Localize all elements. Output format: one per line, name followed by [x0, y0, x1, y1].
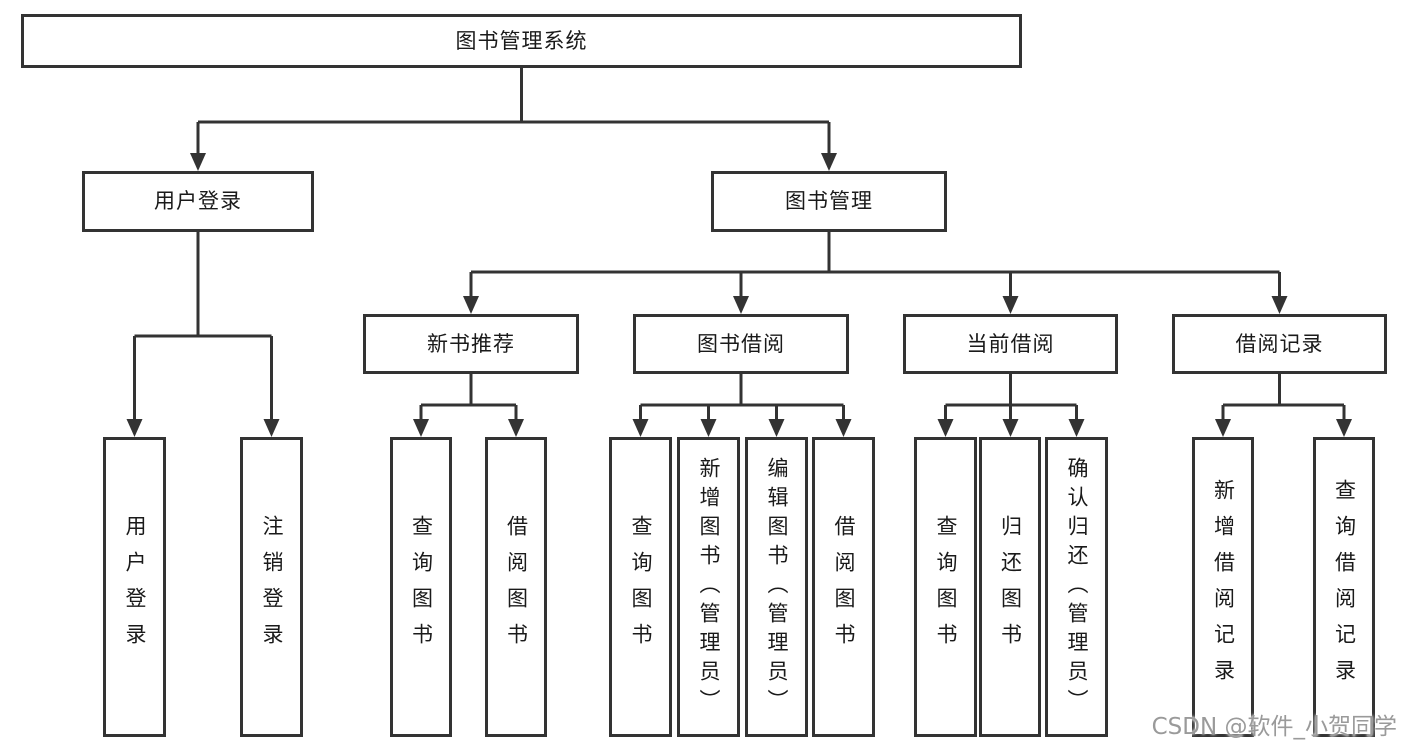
- node-leaf-query-books-recommend-label: 查询图书: [409, 515, 434, 659]
- connector-current-borrowing: [937, 374, 1085, 437]
- arrow-down-icon: [1336, 419, 1352, 437]
- node-leaf-borrow-books-recommend: 借阅图书: [485, 437, 547, 737]
- arrow-down-icon: [632, 419, 649, 437]
- connector-book-borrowing: [632, 374, 852, 437]
- arrow-down-icon: [1068, 419, 1085, 437]
- arrow-down-icon: [1215, 419, 1231, 437]
- node-leaf-add-borrow-record-label: 新增借阅记录: [1211, 479, 1236, 695]
- node-book-borrowing-label: 图书借阅: [697, 331, 785, 356]
- node-leaf-confirm-return-admin-label: 确认归还（管理员）: [1065, 456, 1089, 718]
- node-new-book-recommendation-label: 新书推荐: [427, 331, 515, 356]
- node-user-login: 用户登录: [82, 171, 314, 232]
- node-book-borrowing: 图书借阅: [633, 314, 849, 374]
- node-leaf-query-books-recommend: 查询图书: [390, 437, 452, 737]
- arrow-down-icon: [821, 153, 837, 171]
- node-new-book-recommendation: 新书推荐: [363, 314, 579, 374]
- arrow-down-icon: [733, 296, 749, 314]
- node-borrowing-records-label: 借阅记录: [1235, 331, 1324, 356]
- node-leaf-add-books-admin: 新增图书（管理员）: [677, 437, 740, 737]
- arrow-down-icon: [126, 419, 143, 437]
- node-user-login-label: 用户登录: [154, 189, 242, 213]
- arrow-down-icon: [413, 419, 429, 437]
- node-borrowing-records: 借阅记录: [1172, 314, 1387, 374]
- arrow-down-icon: [768, 419, 785, 437]
- arrow-down-icon: [263, 419, 280, 437]
- node-leaf-add-books-admin-label: 新增图书（管理员）: [697, 456, 721, 718]
- node-leaf-edit-books-admin-label: 编辑图书（管理员）: [765, 456, 789, 718]
- node-leaf-user-login: 用户登录: [103, 437, 166, 737]
- node-leaf-edit-books-admin: 编辑图书（管理员）: [745, 437, 808, 737]
- node-leaf-return-books-label: 归还图书: [998, 515, 1023, 659]
- node-leaf-query-books-current-label: 查询图书: [934, 515, 958, 659]
- node-leaf-query-books-borrow-label: 查询图书: [629, 515, 653, 659]
- arrow-down-icon: [835, 419, 852, 437]
- node-leaf-borrow-books-recommend-label: 借阅图书: [504, 515, 529, 659]
- node-leaf-return-books: 归还图书: [979, 437, 1041, 737]
- arrow-down-icon: [700, 419, 717, 437]
- node-book-management-label: 图书管理: [785, 189, 873, 213]
- connector-user-login: [126, 232, 280, 437]
- node-current-borrowing-label: 当前借阅: [966, 331, 1055, 356]
- arrow-down-icon: [937, 419, 954, 437]
- arrow-down-icon: [1002, 296, 1019, 314]
- arrow-down-icon: [1002, 419, 1019, 437]
- node-leaf-confirm-return-admin: 确认归还（管理员）: [1045, 437, 1108, 737]
- csdn-watermark: CSDN @软件_小贺同学: [1151, 714, 1397, 740]
- node-leaf-add-borrow-record: 新增借阅记录: [1192, 437, 1254, 737]
- node-leaf-borrow-books-borrow-label: 借阅图书: [832, 515, 856, 659]
- arrow-down-icon: [190, 153, 206, 171]
- connector-root: [190, 67, 837, 171]
- arrow-down-icon: [1271, 296, 1288, 314]
- node-leaf-user-login-label: 用户登录: [123, 515, 147, 659]
- node-leaf-borrow-books-borrow: 借阅图书: [812, 437, 875, 737]
- arrow-down-icon: [463, 296, 479, 314]
- connector-book-management: [463, 232, 1288, 314]
- node-root: 图书管理系统: [21, 14, 1022, 68]
- connector-borrowing-records: [1215, 374, 1352, 437]
- node-leaf-query-borrow-record-label: 查询借阅记录: [1332, 479, 1357, 695]
- node-current-borrowing: 当前借阅: [903, 314, 1118, 374]
- node-leaf-logout: 注销登录: [240, 437, 303, 737]
- connector-new-book-recommendation: [413, 374, 524, 437]
- node-root-label: 图书管理系统: [455, 28, 588, 53]
- node-leaf-query-books-current: 查询图书: [914, 437, 977, 737]
- arrow-down-icon: [508, 419, 524, 437]
- node-leaf-logout-label: 注销登录: [260, 515, 284, 659]
- node-leaf-query-books-borrow: 查询图书: [609, 437, 672, 737]
- node-book-management: 图书管理: [711, 171, 947, 232]
- node-leaf-query-borrow-record: 查询借阅记录: [1313, 437, 1375, 737]
